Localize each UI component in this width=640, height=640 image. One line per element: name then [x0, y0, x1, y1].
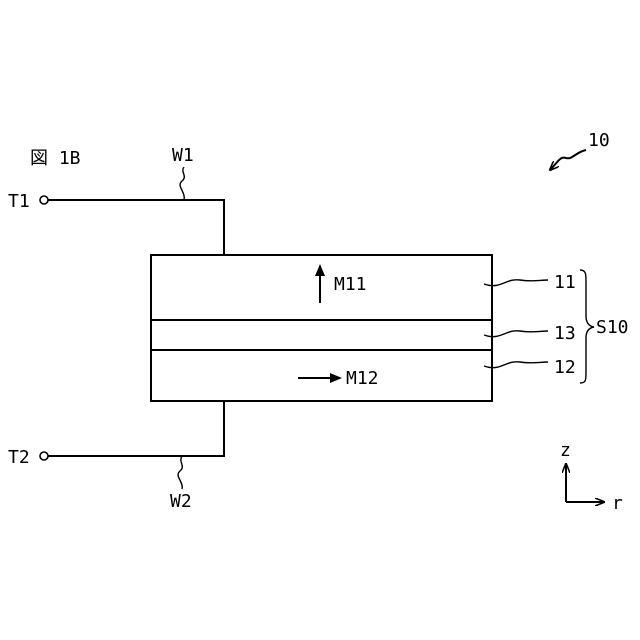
stack-brace — [580, 270, 594, 383]
device-leader-arrow — [550, 150, 586, 170]
wire-w1-label: W1 — [172, 145, 194, 166]
device-reference: 10 — [588, 130, 610, 151]
wire-w2 — [48, 401, 224, 456]
terminal-t2-node — [40, 452, 48, 460]
layer-12-leader — [484, 362, 548, 368]
wire-w1 — [48, 200, 224, 255]
wire-w2-label: W2 — [170, 491, 192, 512]
axis-z-label: z — [560, 440, 571, 461]
layer-11-ref: 11 — [554, 272, 576, 293]
layer-stack — [151, 255, 492, 401]
layer-11-leader — [484, 280, 548, 286]
terminal-t1-label: T1 — [8, 191, 30, 212]
figure-label: 図 1B — [30, 148, 81, 169]
layer-12-ref: 12 — [554, 357, 576, 378]
stack-s10-label: S10 — [596, 317, 629, 338]
magnetization-m11-label: M11 — [334, 274, 367, 295]
axis-r-label: r — [612, 493, 623, 514]
terminal-t1-node — [40, 196, 48, 204]
layer-13-leader — [484, 331, 548, 337]
layer-13-ref: 13 — [554, 323, 576, 344]
wire-w1-leader — [180, 167, 184, 200]
terminal-t2-label: T2 — [8, 447, 30, 468]
magnetization-m12-label: M12 — [346, 368, 379, 389]
wire-w2-leader — [178, 456, 182, 489]
